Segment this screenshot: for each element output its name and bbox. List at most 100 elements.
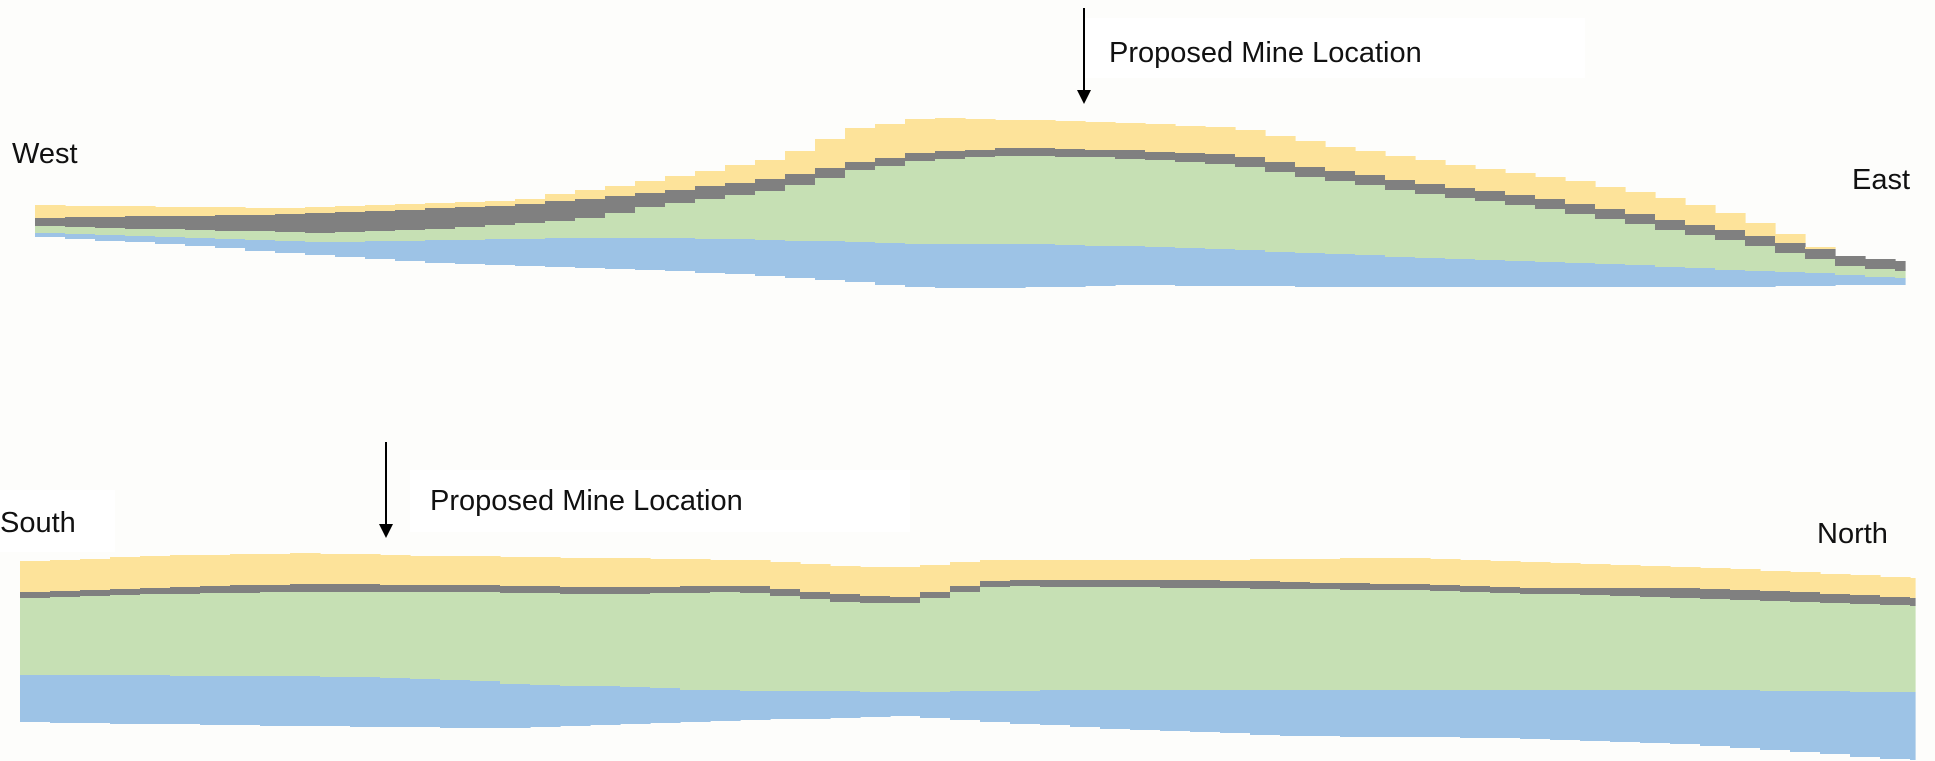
west-east-layer-gray-segment — [1355, 175, 1386, 185]
south-north-layer-gray-segment — [1010, 580, 1041, 586]
west-east-layer-yellow-segment — [35, 205, 66, 218]
west-east-layer-blue-segment — [1115, 246, 1146, 285]
south-north-layer-yellow-segment — [1280, 559, 1311, 582]
west-east-layer-green-segment — [755, 191, 786, 240]
south-north-layer-blue-segment — [590, 686, 621, 725]
south-north-layer-green-segment — [170, 594, 201, 676]
south-north-layer-green-segment — [590, 594, 621, 686]
south-north-layer-yellow-segment — [80, 559, 111, 590]
west-east-layer-blue-segment — [665, 238, 696, 271]
west-east-layer-gray-segment — [545, 201, 576, 221]
south-north-layer-gray-segment — [1670, 588, 1701, 598]
south-north-layer-green-segment — [230, 593, 261, 676]
west-east-layer-yellow-segment — [1325, 147, 1356, 171]
west-east-layer-gray-segment — [1085, 150, 1116, 157]
south-north-layer-yellow-segment — [650, 559, 681, 587]
south-north-layer-blue-segment — [1490, 690, 1521, 738]
south-north-layer-green-segment — [920, 598, 951, 692]
west-east-layer-blue-segment — [1475, 260, 1506, 287]
south-north-layer-yellow-segment — [1160, 560, 1191, 580]
south-north-layer-green-segment — [1610, 596, 1641, 690]
south-north-layer-gray-segment — [1640, 588, 1671, 597]
west-east-layer-yellow-segment — [1745, 223, 1776, 236]
west-east-layer-blue-segment — [1625, 265, 1656, 287]
west-east-layer-gray-segment — [875, 158, 906, 166]
west-east-layer-green-segment — [1085, 157, 1116, 246]
west-east-layer-green-segment — [35, 226, 66, 233]
south-north-layer-gray-segment — [500, 586, 531, 593]
south-north-layer-gray-segment — [590, 587, 621, 594]
west-east-layer-yellow-segment — [125, 206, 156, 216]
direction-label-south: South — [0, 507, 76, 539]
west-east-layer-blue-segment — [995, 244, 1026, 288]
south-north-layer-blue-segment — [560, 686, 591, 726]
south-north-layer-yellow-segment — [710, 560, 741, 586]
south-north-layer-green-segment — [260, 592, 291, 676]
arrow-down-icon — [1077, 8, 1091, 104]
south-north-layer-yellow-segment — [1490, 561, 1521, 587]
west-east-layer-blue-segment — [1175, 248, 1206, 286]
south-north-layer-blue-segment — [620, 687, 651, 724]
south-north-layer-green-segment — [1820, 603, 1851, 691]
west-east-layer-gray-segment — [695, 186, 726, 199]
south-north-layer-blue-segment — [1520, 690, 1551, 739]
south-north-layer-green-segment — [1310, 589, 1341, 690]
west-east-layer-yellow-segment — [425, 203, 456, 208]
south-north-layer-yellow-segment — [590, 558, 621, 587]
south-north-layer-yellow-segment — [920, 565, 951, 592]
south-north-layer-gray-segment — [800, 592, 831, 599]
west-east-layer-gray-segment — [1655, 220, 1686, 230]
south-north-layer-yellow-segment — [830, 566, 861, 594]
south-north-layer-gray-segment — [890, 597, 921, 603]
south-north-layer-yellow-segment — [530, 557, 561, 586]
south-north-layer-yellow-segment — [1610, 565, 1641, 588]
west-east-layer-gray-segment — [1895, 261, 1906, 271]
south-north-layer-gray-segment — [1160, 580, 1191, 588]
west-east-layer-yellow-segment — [65, 206, 96, 217]
west-east-layer-green-segment — [1175, 162, 1206, 248]
west-east-layer-blue-segment — [335, 242, 366, 257]
west-east-layer-yellow-segment — [1025, 120, 1056, 148]
south-north-layer-green-segment — [1880, 605, 1911, 692]
annotation-mine-location: Proposed Mine Location — [430, 485, 743, 517]
west-east-layer-yellow-segment — [875, 124, 906, 158]
south-north-layer-yellow-segment — [770, 562, 801, 589]
west-east-layer-gray-segment — [1115, 150, 1146, 159]
south-north-layer-green-segment — [110, 595, 141, 675]
west-east-layer-blue-segment — [1025, 244, 1056, 287]
south-north-layer-gray-segment — [1040, 580, 1071, 587]
south-north-layer-blue-segment — [1400, 690, 1431, 737]
west-east-layer-gray-segment — [1145, 152, 1176, 160]
west-east-layer-blue-segment — [455, 240, 486, 264]
west-east-layer-green-segment — [1625, 224, 1656, 265]
south-north-layer-blue-segment — [1730, 690, 1761, 748]
south-north-layer-gray-segment — [740, 586, 771, 593]
west-east-layer-green-segment — [1475, 201, 1506, 260]
west-east-layer-green-segment — [455, 227, 486, 240]
west-east-layer-gray-segment — [1685, 225, 1716, 235]
west-east-layer-blue-segment — [845, 242, 876, 282]
west-east-layer-gray-segment — [1865, 259, 1896, 269]
west-east-layer-green-segment — [1685, 235, 1716, 268]
west-east-layer-gray-segment — [905, 153, 936, 161]
south-north-layer-blue-segment — [470, 681, 501, 728]
west-east-layer-yellow-segment — [1055, 121, 1086, 149]
south-north-layer-blue-segment — [290, 676, 321, 726]
south-north-layer-gray-segment — [1220, 581, 1251, 588]
west-east-layer-green-segment — [725, 195, 756, 239]
south-north-layer-blue-segment — [200, 676, 231, 725]
south-north-layer-gray-segment — [170, 587, 201, 594]
south-north-layer-green-segment — [1190, 588, 1221, 690]
south-north-layer-yellow-segment — [410, 556, 441, 585]
west-east-layer-gray-segment — [1475, 191, 1506, 201]
west-east-layer-yellow-segment — [905, 119, 936, 153]
south-north-layer-blue-segment — [1280, 690, 1311, 736]
south-north-layer-green-segment — [770, 596, 801, 691]
west-east-layer-blue-segment — [215, 239, 246, 248]
south-north-layer-yellow-segment — [1880, 577, 1911, 597]
west-east-layer-yellow-segment — [545, 194, 576, 201]
west-east-layer-green-segment — [155, 229, 186, 237]
south-north-layer-blue-segment — [1190, 690, 1221, 732]
south-north-layer-gray-segment — [1460, 586, 1491, 592]
